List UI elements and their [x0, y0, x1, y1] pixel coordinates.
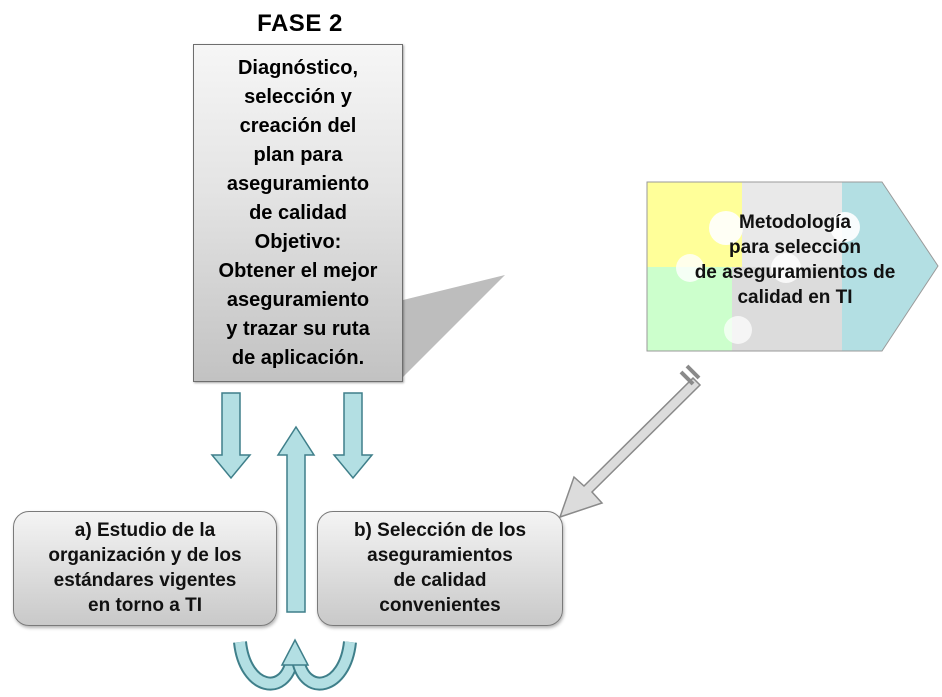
phase-line: Diagnóstico, [237, 57, 358, 79]
phase-line: aseguramiento [226, 173, 370, 195]
phase-line: Objetivo: [254, 231, 342, 253]
methodology-label: Metodología para selección de aseguramie… [660, 210, 930, 310]
methodology-line: para selección [728, 237, 862, 258]
phase-description: Diagnóstico, selección y creación del pl… [193, 54, 403, 373]
methodology-line: de aseguramientos de [694, 262, 896, 283]
phase-line: creación del [239, 115, 357, 137]
methodology-to-selection-arrow [558, 364, 702, 519]
selection-line: b) Selección de los [353, 520, 527, 541]
phase-line: de calidad [249, 202, 347, 224]
study-line: estándares vigentes [53, 570, 237, 591]
study-box: a) Estudio de la organización y de los e… [13, 511, 277, 626]
methodology-line: Metodología [739, 212, 851, 233]
study-box-text: a) Estudio de la organización y de los e… [14, 518, 276, 618]
down-arrow-left [210, 392, 252, 480]
study-line: en torno a TI [88, 595, 202, 616]
selection-box: b) Selección de los aseguramientos de ca… [317, 511, 563, 626]
methodology-puzzle-arrow [646, 181, 939, 352]
phase-title: FASE 2 [257, 10, 343, 37]
study-line: a) Estudio de la [74, 520, 216, 541]
selection-line: de calidad [393, 570, 487, 591]
up-arrow-center [276, 425, 316, 613]
study-line: organización y de los [48, 545, 242, 566]
down-arrow-right [332, 392, 374, 480]
shadow-wedge [402, 275, 505, 378]
phase-box [193, 44, 403, 382]
cycle-arrows [233, 638, 357, 691]
puzzle-piece-lightgray [742, 182, 842, 267]
methodology-line: calidad en TI [737, 287, 853, 308]
selection-line: convenientes [379, 595, 501, 616]
phase-line: y trazar su ruta [226, 318, 370, 340]
phase-line: selección y [244, 86, 352, 108]
selection-line: aseguramientos [367, 545, 513, 566]
phase-line: de aplicación. [231, 347, 365, 369]
phase-line: plan para [253, 144, 343, 166]
phase-line: Obtener el mejor [218, 260, 378, 282]
phase-line: aseguramiento [226, 289, 370, 311]
selection-box-text: b) Selección de los aseguramientos de ca… [318, 518, 562, 618]
